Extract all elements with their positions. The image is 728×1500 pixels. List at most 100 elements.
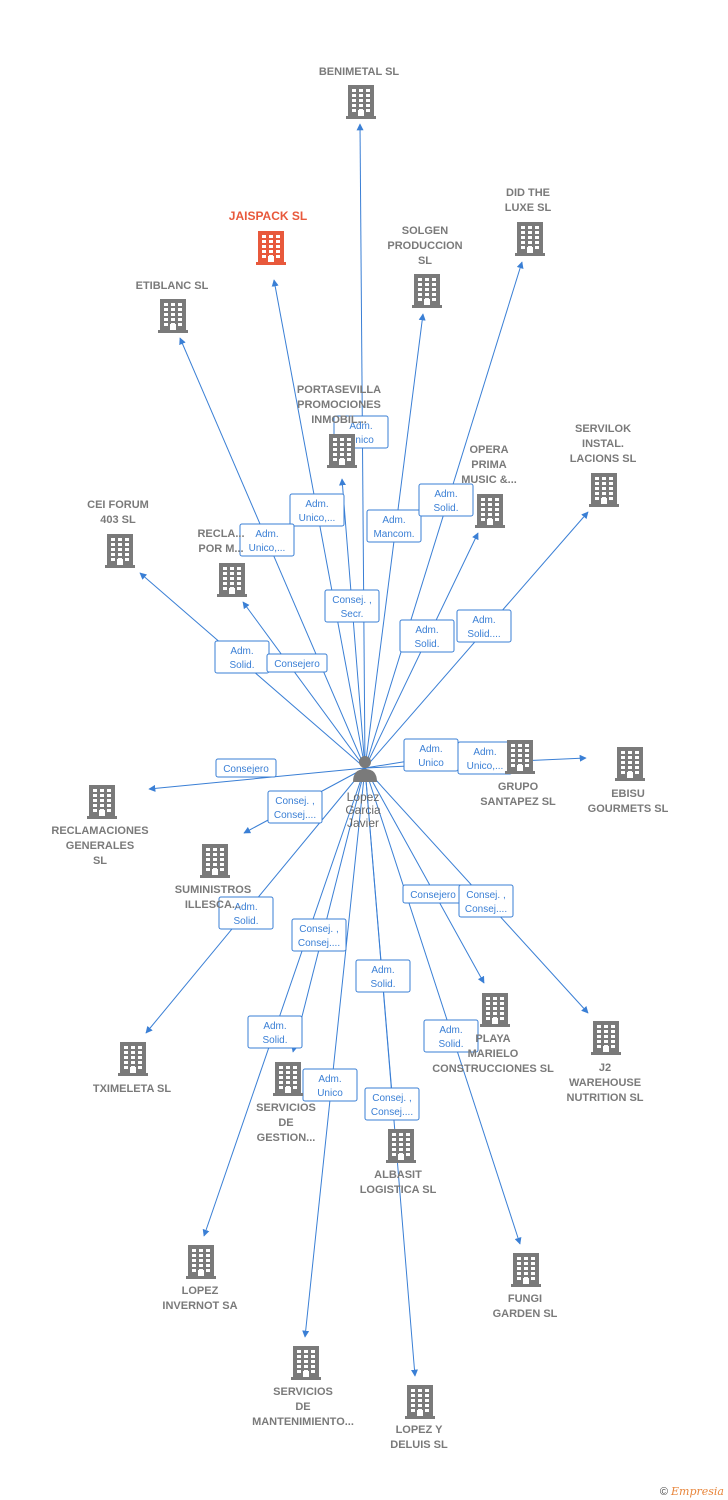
relation-badge-playa[interactable]: Consejero [402,884,464,904]
relation-badge-didthe[interactable]: Adm.Solid. [418,483,474,517]
relation-badge-lopezinvernot[interactable]: Consej. ,Consej.... [291,918,347,952]
edge-portasevilla [339,478,366,769]
company-label-line: ALBASIT [374,1169,422,1181]
company-label-line: GENERALES [66,840,134,852]
company-label-line: PROMOCIONES [297,399,381,411]
company-label-line: JAISPACK SL [229,209,307,223]
relation-label-line: Solid. [370,979,395,990]
relation-badge-lopezdeluis[interactable]: Consej. ,Consej.... [364,1087,420,1121]
relation-label: Consejero [410,890,456,901]
relation-label: Adm.Unico [348,421,374,446]
building-icon [515,222,545,256]
edge-reclamaciones [148,767,366,792]
company-label-line: INVERNOT SA [162,1300,237,1312]
company-node-etiblanc[interactable]: ETIBLANC SL [136,280,209,333]
relation-badge-reclapor[interactable]: Consejero [266,653,328,673]
relation-label-line: Mancom. [373,529,414,540]
company-node-jaispack[interactable]: JAISPACK SL [229,209,307,265]
company-label-line: NUTRITION SL [567,1092,644,1104]
relation-badge-opera[interactable]: Adm.Solid. [399,619,455,653]
relation-badge-etiblanc[interactable]: Adm.Unico,... [239,523,295,557]
relation-label-line: Consejero [223,764,269,775]
edge-fungi [364,767,522,1245]
building-icon [412,274,442,308]
relation-badge-ebisu[interactable]: Adm.Unico,... [457,741,513,775]
company-label-line: WAREHOUSE [569,1077,641,1089]
company-label-line: OPERA [469,444,508,456]
company-node-reclapor[interactable]: RECLA...POR M... [197,528,247,597]
edge-playa [364,767,485,984]
relation-label-line: Unico [418,758,444,769]
relation-badge-jaispack[interactable]: Adm.Unico,... [289,493,345,527]
company-node-tximeleta[interactable]: TXIMELETA SL [93,1042,172,1095]
relation-label-line: Adm. [434,489,457,500]
relation-badge-albasit[interactable]: Adm.Solid. [355,959,411,993]
relation-label-line: Consej.... [371,1107,413,1118]
watermark: © Empresia [660,1485,724,1498]
relation-badge-servilok[interactable]: Adm.Solid.... [456,609,512,643]
company-label-line: MARIELO [468,1048,519,1060]
company-label-line: LUXE SL [505,202,552,214]
relation-badge-ceiforum[interactable]: Adm.Solid. [214,640,270,674]
relation-badge-fungi[interactable]: Adm.Solid. [423,1019,479,1053]
relation-label-line: Consej.... [274,810,316,821]
relation-badge-serviciosmant[interactable]: Adm.Unico [302,1068,358,1102]
edge-reclapor [242,601,366,769]
relation-label: Consejero [274,659,320,670]
relation-label: Adm.Unico,... [467,747,504,772]
relation-label: Consej. ,Consej.... [274,796,316,821]
relation-label: Consej. ,Secr. [332,595,371,620]
building-icon [105,534,135,568]
company-label-line: ETIBLANC SL [136,280,209,292]
relation-badge-tximeleta[interactable]: Adm.Solid. [218,896,274,930]
relation-badge-serviciosgestion[interactable]: Adm.Solid. [247,1015,303,1049]
company-label-line: DE [278,1117,293,1129]
building-icon [386,1129,416,1163]
relation-badge-portasevilla[interactable]: Consej. ,Secr. [324,589,380,623]
relation-label-line: Consej. , [332,595,371,606]
relation-badge-suministros[interactable]: Consej. ,Consej.... [267,790,323,824]
company-label-line: ILLESCA... [185,899,241,911]
relation-badge-j2[interactable]: Consej. ,Consej.... [458,884,514,918]
relation-label: Adm.Solid. [262,1021,287,1046]
relation-badge-reclamaciones[interactable]: Consejero [215,758,277,778]
person-icon [353,756,377,782]
relation-badge-box [364,1087,420,1121]
company-node-benimetal[interactable]: BENIMETAL SL [319,66,400,119]
relation-badge-box [418,483,474,517]
relation-label: Adm.Unico,... [299,499,336,524]
person-label-line: Garcia [345,803,381,817]
relation-badge-box [399,619,455,653]
building-icon [615,747,645,781]
building-icon [511,1253,541,1287]
relation-badge-gruposantapez[interactable]: Adm.Unico [403,738,459,772]
company-label-line: GARDEN SL [493,1308,558,1320]
relation-label-line: Consej. , [466,890,505,901]
edge-lopezinvernot [202,767,366,1237]
relation-badge-solgen[interactable]: Adm.Mancom. [366,509,422,543]
